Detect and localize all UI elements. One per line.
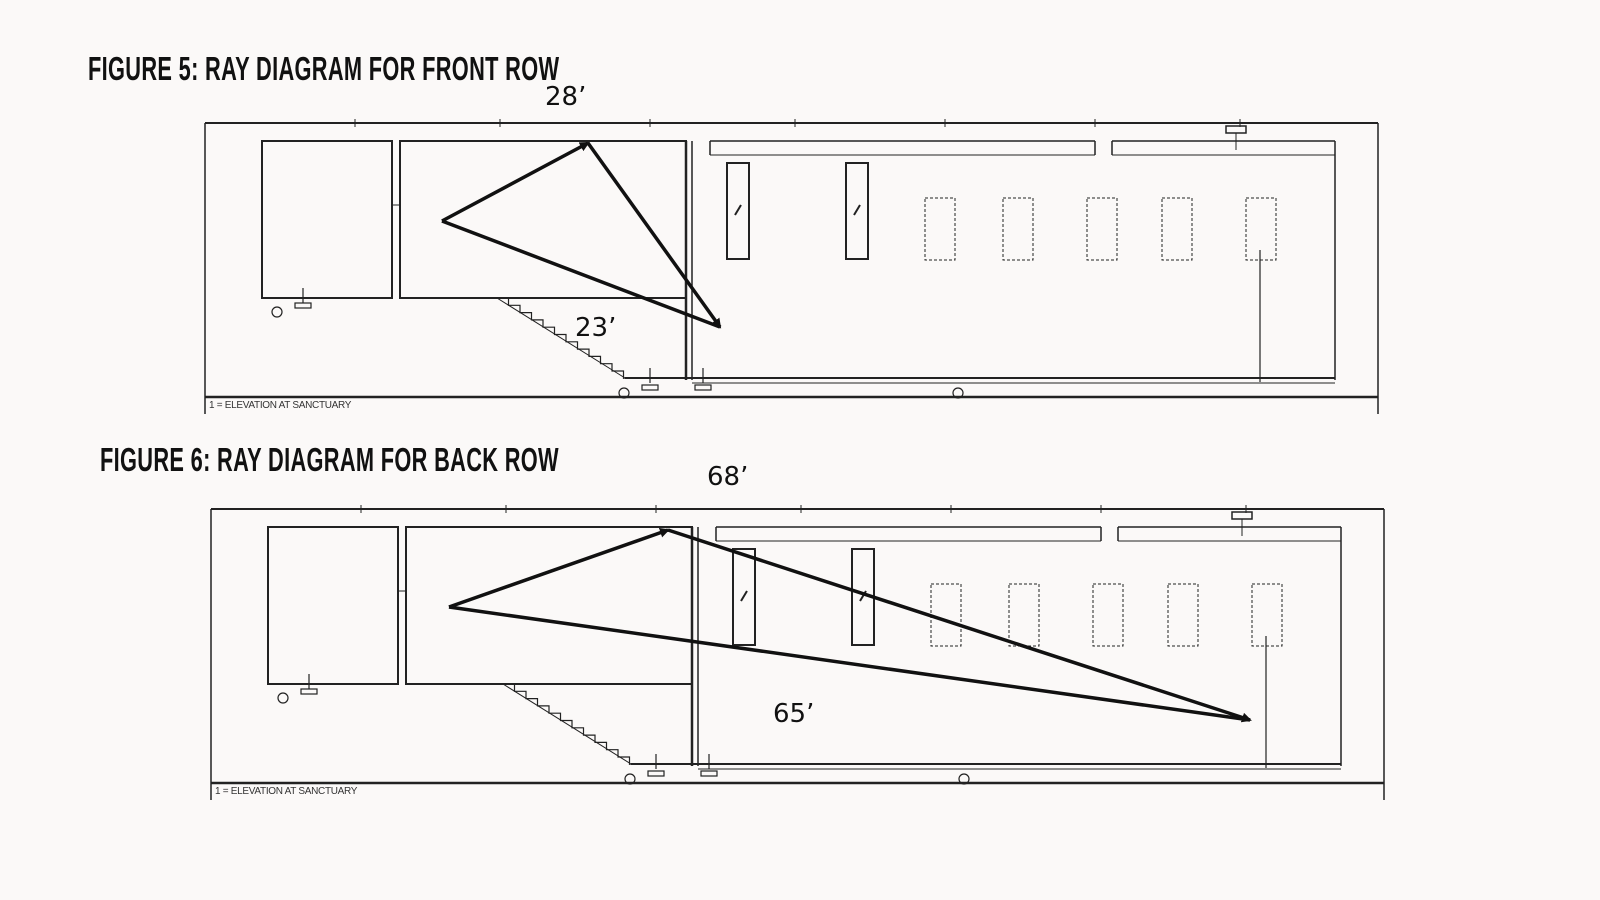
dashed-window <box>1002 197 1034 261</box>
dashed-window <box>1086 197 1118 261</box>
figure-6-caption: 1 = ELEVATION AT SANCTUARY <box>215 786 358 797</box>
figure-6-ray-3 <box>448 605 1251 722</box>
figure-6-ray-2 <box>667 528 1252 723</box>
fixture-base <box>647 770 665 777</box>
window-glint <box>734 204 742 216</box>
stair-stringer <box>502 683 632 765</box>
dashed-window <box>1092 583 1124 647</box>
column-marker <box>618 387 630 399</box>
stairs <box>497 297 626 380</box>
fixture-base <box>300 688 318 695</box>
figure-5-title: FIGURE 5: RAY DIAGRAM FOR FRONT ROW <box>88 50 560 87</box>
dashed-window <box>1161 197 1193 261</box>
figure-5-reflected-length: 28’ <box>545 82 587 112</box>
column-marker <box>958 773 970 785</box>
fixture-base <box>694 384 712 391</box>
figure-5-elevation <box>204 119 1379 414</box>
speaker-icon <box>1225 125 1247 134</box>
dashed-window <box>1245 197 1277 261</box>
tall-window <box>845 162 869 260</box>
dashed-window <box>1008 583 1040 647</box>
window-glint <box>853 204 861 216</box>
figure-5-ray-2 <box>586 141 722 329</box>
tall-window <box>732 548 756 646</box>
speaker-icon <box>1231 511 1253 520</box>
fixture-base <box>294 302 312 309</box>
figure-6-reflected-length: 68’ <box>707 462 749 492</box>
stair-stringer <box>496 297 626 379</box>
dashed-window <box>930 583 962 647</box>
fixture-base <box>641 384 659 391</box>
figure-5-direct-length: 23’ <box>575 313 617 343</box>
window-glint <box>740 590 748 602</box>
dashed-window <box>924 197 956 261</box>
stairs <box>503 683 632 766</box>
column-marker <box>952 387 964 399</box>
left-room <box>267 526 399 685</box>
column-marker <box>624 773 636 785</box>
left-room <box>261 140 393 299</box>
tall-window <box>726 162 750 260</box>
figure-6-elevation <box>210 505 1385 800</box>
figure-6-title: FIGURE 6: RAY DIAGRAM FOR BACK ROW <box>100 441 559 478</box>
figure-6-direct-length: 65’ <box>773 699 815 729</box>
figure-5-ray-1 <box>441 141 590 223</box>
figure-5-caption: 1 = ELEVATION AT SANCTUARY <box>209 400 352 411</box>
column-marker <box>277 692 289 704</box>
column-marker <box>271 306 283 318</box>
figure-6-ray-1 <box>448 527 670 609</box>
dashed-window <box>1251 583 1283 647</box>
figure-5-ray-3 <box>441 219 721 329</box>
fixture-base <box>700 770 718 777</box>
dashed-window <box>1167 583 1199 647</box>
